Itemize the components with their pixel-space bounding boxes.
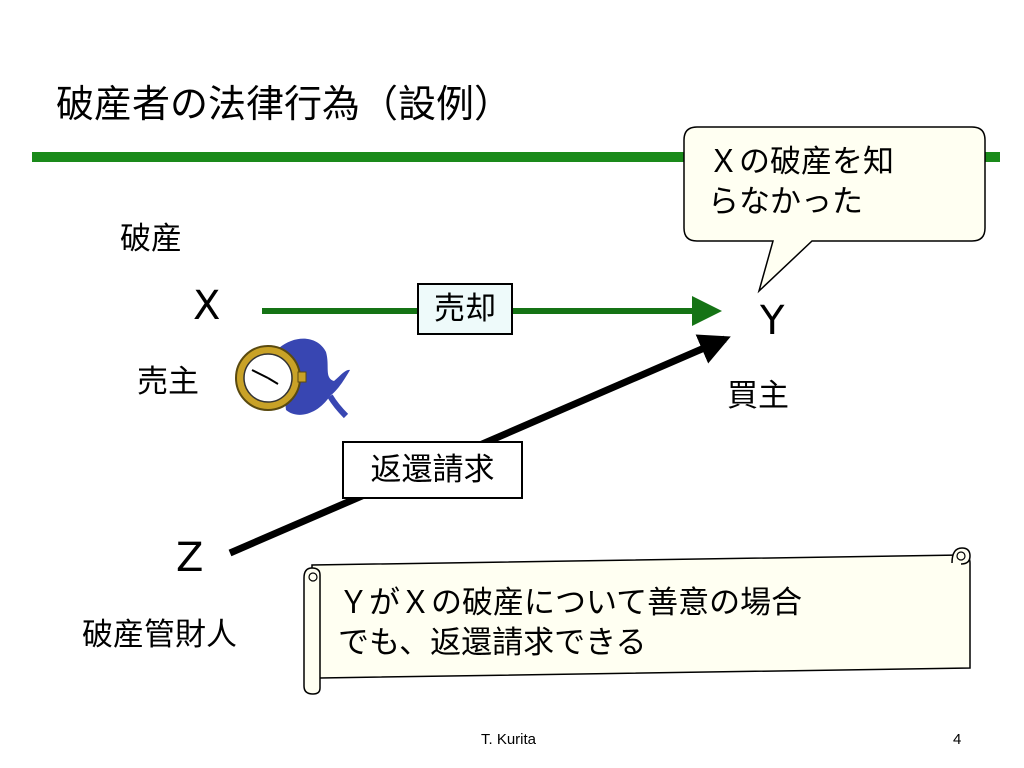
seller-label: 売主 bbox=[137, 364, 199, 400]
buyer-label: 買主 bbox=[727, 378, 789, 414]
note-scroll bbox=[303, 547, 971, 695]
party-y: Y bbox=[760, 298, 785, 344]
page-title: 破産者の法律行為（設例） bbox=[56, 82, 513, 126]
callout-bubble bbox=[683, 126, 986, 294]
trustee-label: 破産管財人 bbox=[82, 617, 237, 653]
footer-author: T. Kurita bbox=[481, 731, 537, 748]
callout-line-1: Ｘの破産を知 bbox=[708, 144, 894, 180]
note-line-2: でも、返還請求できる bbox=[338, 625, 647, 661]
page-number: 4 bbox=[953, 731, 962, 748]
title-rule bbox=[32, 152, 1000, 162]
bankrupt-label: 破産 bbox=[120, 221, 182, 257]
note-line-1: ＹがＸの破産について善意の場合 bbox=[338, 585, 803, 621]
callout-text: Ｘの破産を知 らなかった bbox=[708, 142, 978, 222]
claim-label-box: 返還請求 bbox=[342, 441, 523, 499]
party-x: X bbox=[193, 283, 221, 329]
note-text: ＹがＸの破産について善意の場合 でも、返還請求できる bbox=[338, 583, 963, 663]
callout-line-2: らなかった bbox=[708, 184, 863, 220]
wristwatch-icon bbox=[235, 338, 350, 419]
sale-label-box: 売却 bbox=[417, 283, 513, 335]
party-z: Z bbox=[176, 535, 204, 581]
